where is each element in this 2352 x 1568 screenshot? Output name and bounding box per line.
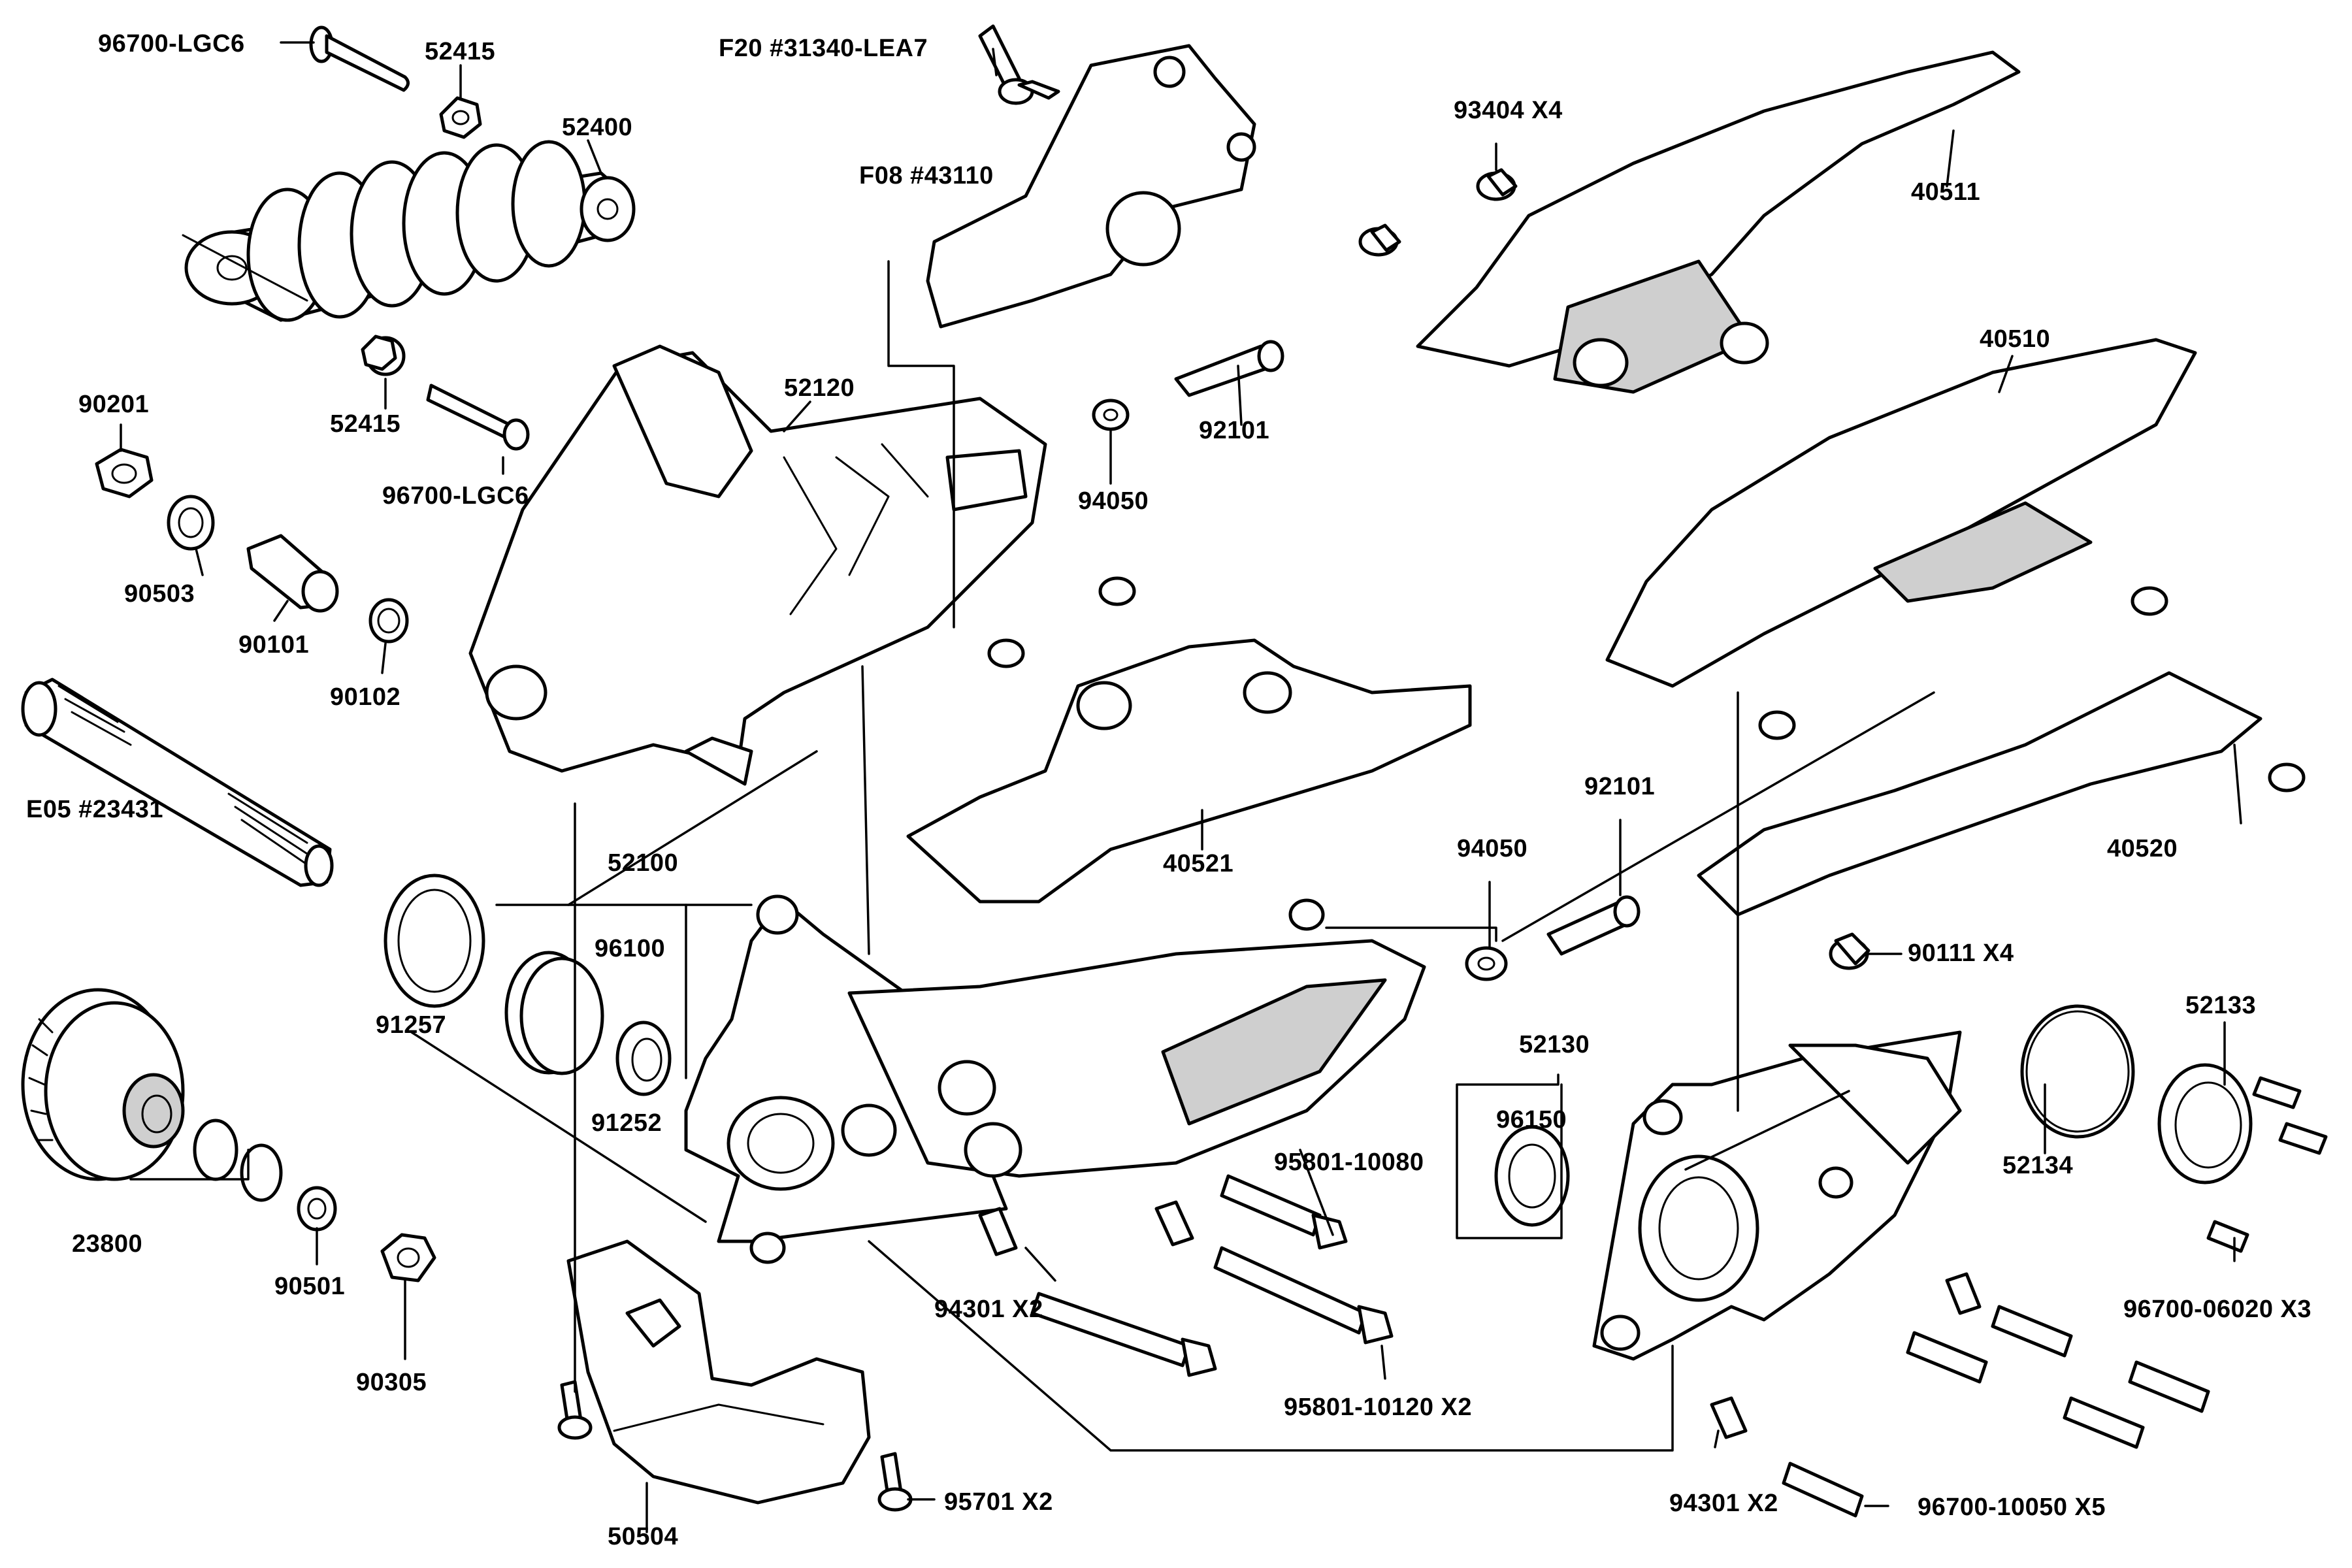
screw-93404-b [1358,223,1401,257]
bearing-96100 [504,951,604,1075]
label-91257: 91257 [376,1011,447,1039]
label-91252: 91252 [591,1109,662,1137]
shaft-E05-23431 [21,678,334,887]
label-52120: 52120 [784,374,855,402]
collar-90101 [246,534,339,613]
label-90101: 90101 [238,631,310,659]
label-23800: 23800 [72,1230,143,1258]
bolt-95801-10080 [1220,1174,1348,1250]
spacers-94301-left [978,1200,1194,1256]
label-96700-lgc6-bottom: 96700-LGC6 [382,482,529,510]
spacers-94301-right [1710,1272,1982,1439]
bolts-96700-06020 [2206,1076,2328,1253]
label-40520: 40520 [2107,835,2178,862]
label-E05-23431: E05 #23431 [26,796,163,823]
bolt-92101-top [1174,340,1284,397]
bearing-96150 [1494,1125,1570,1227]
label-40510: 40510 [1980,325,2051,353]
label-52133: 52133 [2185,992,2257,1019]
label-52415-top: 52415 [425,38,496,65]
nut-52415-top [439,96,482,139]
label-94301-right: 94301 X2 [1669,1490,1778,1517]
label-94301-left: 94301 X2 [934,1296,1043,1323]
label-52134: 52134 [2002,1152,2074,1179]
bolt-96700-lgc6-bottom [426,384,530,451]
swingarm-52100 [684,894,1426,1264]
label-52415-bottom: 52415 [330,410,401,438]
mount-screws-40520 [987,576,2306,792]
screw-90111 [1829,932,1870,970]
label-92101-mid: 92101 [1584,773,1656,800]
bracket-52120 [468,344,1047,786]
label-40521: 40521 [1163,850,1234,877]
label-96700-lgc6-top: 96700-LGC6 [98,30,245,57]
label-94050-mid: 94050 [1457,835,1528,862]
bolt-92101-mid [1546,895,1641,956]
nut-90305 [380,1233,436,1282]
label-90305: 90305 [356,1369,427,1396]
nut-52415-bottom [361,335,406,376]
washer-90501 [297,1186,337,1232]
spacer-94050-top [1092,399,1130,431]
label-93404: 93404 X4 [1454,97,1563,124]
bushing-90102 [368,598,409,644]
shock-absorber-52400 [182,140,636,322]
label-40511: 40511 [1911,178,1981,206]
label-96100: 96100 [595,935,666,962]
label-95701: 95701 X2 [944,1488,1053,1516]
label-F20: F20 #31340-LEA7 [719,35,928,62]
bracket-50504 [566,1239,871,1505]
label-52100: 52100 [608,849,679,877]
leader-lines [120,41,2242,1533]
bolts-95701 [557,1380,913,1512]
bolt-F20 [978,24,1060,105]
label-50504: 50504 [608,1523,679,1550]
label-90503: 90503 [124,580,195,608]
label-95801-10080: 95801-10080 [1274,1149,1424,1176]
label-90111: 90111 X4 [1908,939,2014,967]
nut-90201 [95,448,154,498]
washer-90503 [167,495,215,551]
collar-91252 [615,1021,672,1096]
bolts-95801-10120 [1030,1246,1394,1377]
cap-52133 [2157,1063,2253,1184]
o-rings-23800 [193,1119,283,1202]
sprocket-23800 [21,988,185,1181]
cover-plate-F08 [926,44,1256,329]
bolts-96700-10050 [1782,1305,2210,1518]
label-92101-top: 92101 [1199,417,1270,444]
label-52130: 52130 [1519,1031,1590,1058]
screw-93404 [1476,168,1518,201]
guard-40521 [906,638,1472,904]
label-96700-06020: 96700-06020 X3 [2123,1296,2312,1323]
chain-cover-40510 [1605,338,2197,688]
bolt-96700-lgc6-top [309,25,410,92]
label-90501: 90501 [274,1273,346,1300]
label-96700-10050: 96700-10050 X5 [1918,1494,2106,1521]
label-96150: 96150 [1496,1106,1567,1134]
chain-cover-40511 [1416,50,2021,394]
seal-91257 [384,874,485,1008]
hub-carrier-52130 [1592,1030,1962,1361]
label-52400: 52400 [562,114,633,141]
label-90201: 90201 [78,391,150,418]
label-90102: 90102 [330,683,401,711]
spacer-94050-mid [1465,946,1508,981]
o-ring-52134 [2020,1004,2135,1139]
label-94050-top: 94050 [1078,487,1149,515]
guard-40520 [1697,671,2262,917]
label-95801-10120: 95801-10120 X2 [1284,1394,1473,1421]
label-F08: F08 #43110 [859,162,994,189]
